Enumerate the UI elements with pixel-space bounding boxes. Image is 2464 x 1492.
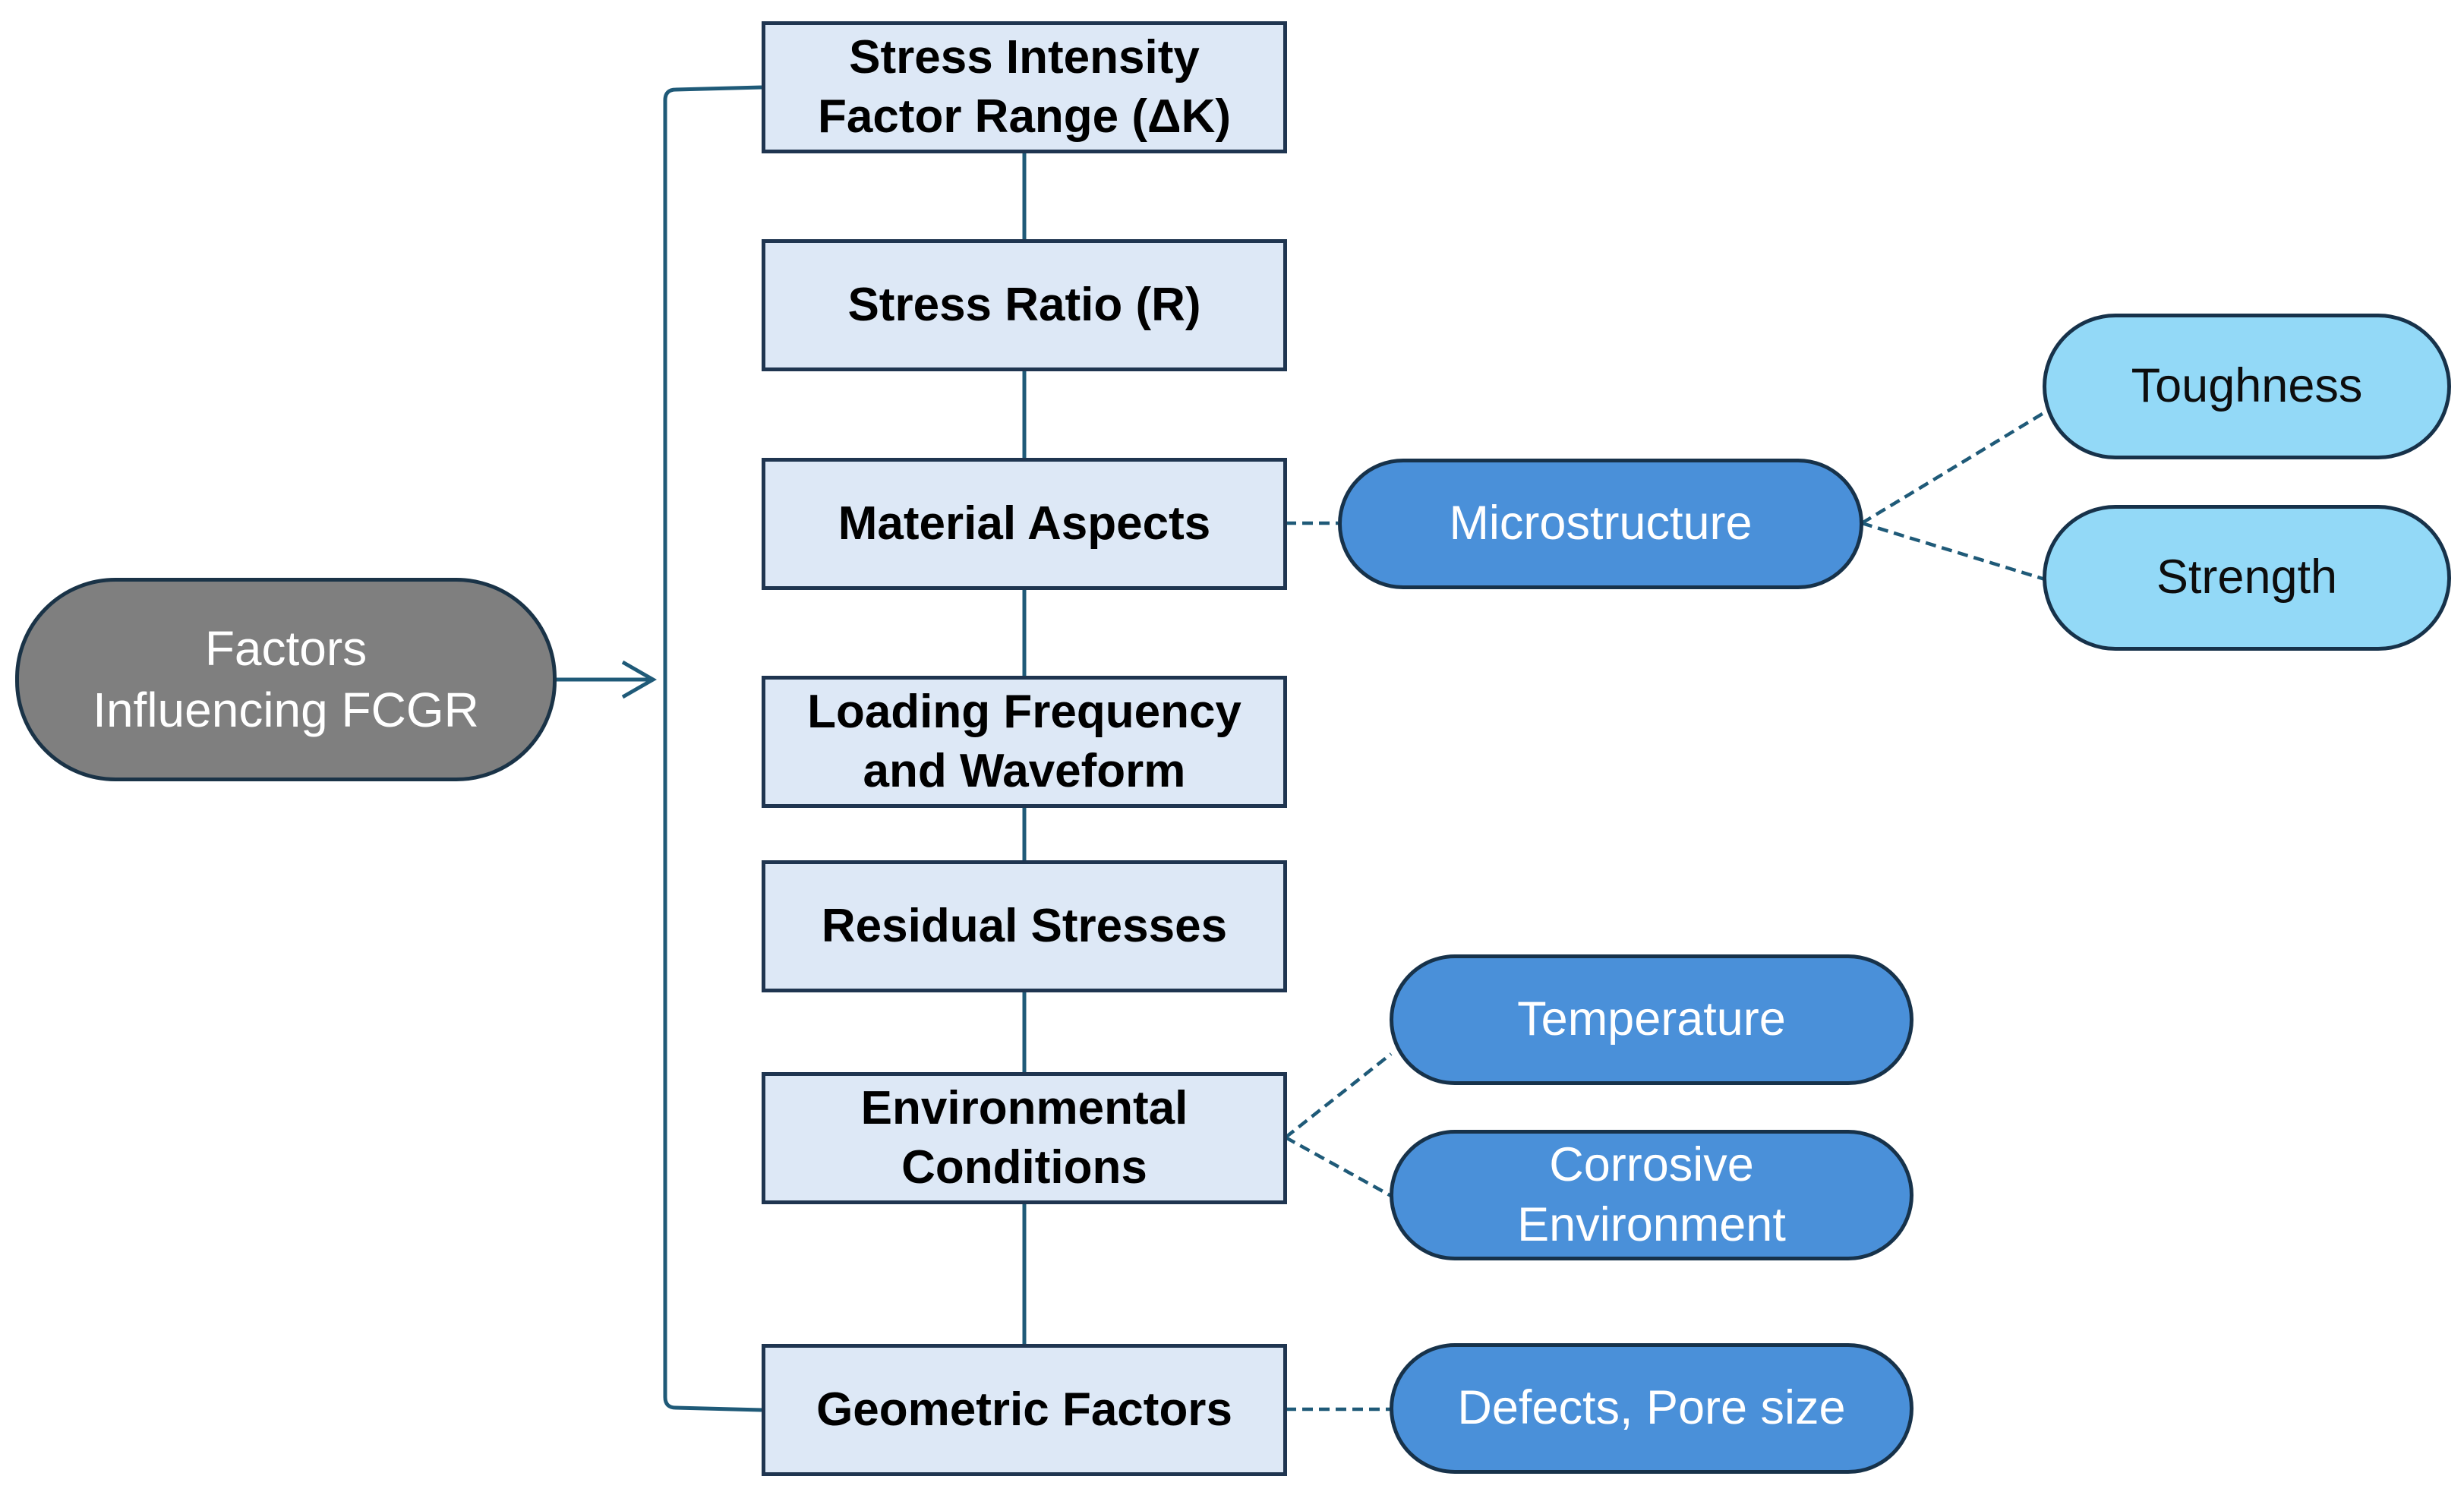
root-node: Factors Influencing FCGR	[15, 578, 557, 781]
factor-label-line2: Conditions	[901, 1141, 1147, 1194]
factor-label-line2: Factor Range (ΔK)	[817, 90, 1232, 143]
subfactor-label-line2: Environment	[1517, 1198, 1786, 1251]
factor-label-line1: Loading Frequency	[807, 685, 1241, 738]
factor-label-line1: Stress Intensity	[849, 30, 1200, 84]
factor-label: Stress Ratio (R)	[847, 278, 1201, 331]
factor-label: Residual Stresses	[821, 899, 1228, 952]
root-label-line2: Influencing FCGR	[93, 683, 479, 737]
subfactor-microstructure-pill: Microstructure	[1338, 459, 1863, 589]
subfactor-label: Temperature	[1517, 992, 1786, 1046]
factor-label: Material Aspects	[838, 497, 1211, 550]
factor-material-aspects-box: Material Aspects	[762, 458, 1287, 590]
root-label-line1: Factors	[204, 621, 368, 677]
subfactor-toughness-pill: Toughness	[2043, 314, 2451, 459]
subfactor-label: Toughness	[2131, 359, 2363, 413]
factor-stress-ratio-box: Stress Ratio (R)	[762, 239, 1287, 371]
bracket-connector	[663, 85, 762, 1412]
subfactor-defects-pore-size-pill: Defects, Pore size	[1390, 1343, 1913, 1474]
factor-label-line1: Environmental	[860, 1081, 1188, 1134]
factor-label-line2: and Waveform	[863, 745, 1186, 797]
factor-stress-intensity-box: Stress Intensity Factor Range (ΔK)	[762, 21, 1287, 153]
subfactor-corrosive-environment-pill: Corrosive Environment	[1390, 1130, 1913, 1260]
factor-environmental-conditions-box: Environmental Conditions	[762, 1072, 1287, 1204]
factor-residual-stresses-box: Residual Stresses	[762, 860, 1287, 992]
subfactor-dashed-links	[1284, 411, 2046, 1412]
factor-geometric-factors-box: Geometric Factors	[762, 1344, 1287, 1476]
subfactor-strength-pill: Strength	[2043, 505, 2451, 651]
subfactor-label: Defects, Pore size	[1457, 1381, 1846, 1435]
subfactor-label: Strength	[2156, 550, 2338, 604]
subfactor-temperature-pill: Temperature	[1390, 954, 1913, 1085]
root-arrow	[554, 660, 658, 699]
factor-label: Geometric Factors	[816, 1383, 1232, 1436]
factor-loading-frequency-box: Loading Frequency and Waveform	[762, 676, 1287, 808]
subfactor-label-line1: Corrosive	[1549, 1137, 1754, 1191]
subfactor-label: Microstructure	[1449, 497, 1753, 550]
